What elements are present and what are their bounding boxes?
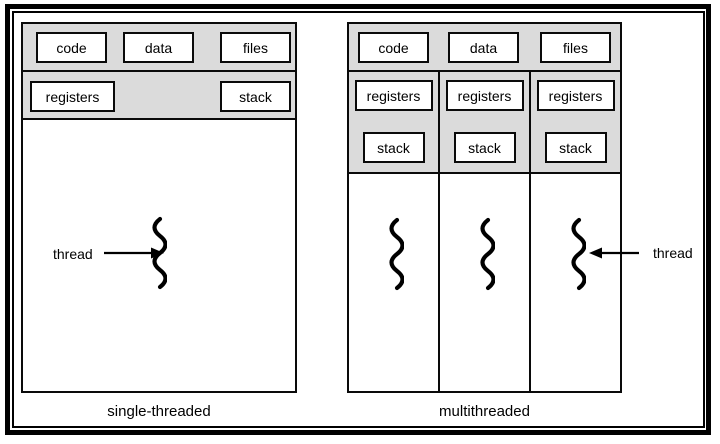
thread-column-3: registers stack — [529, 72, 620, 391]
stack-box-label: stack — [239, 88, 272, 105]
data-box: data — [123, 32, 194, 63]
thread-squiggle-icon — [384, 217, 404, 291]
stack-box-label: stack — [468, 139, 501, 156]
thread-squiggle-icon — [147, 216, 167, 290]
code-box-label: code — [378, 39, 409, 56]
stack-box-label: stack — [559, 139, 592, 156]
single-threaded-caption: single-threaded — [107, 403, 211, 420]
single-threaded-process-panel: code data files registers stack thread — [21, 22, 297, 393]
data-box: data — [448, 32, 519, 63]
left-process-resources-row: code data files — [23, 24, 295, 72]
multithreaded-caption: multithreaded — [439, 403, 530, 420]
code-box: code — [36, 32, 107, 63]
registers-box: registers — [30, 81, 115, 112]
thread-2-context-section: registers stack — [440, 72, 529, 174]
thread-label-left: thread — [53, 246, 93, 262]
figure-frame-outer-border — [5, 4, 711, 435]
multithreaded-process-panel: code data files registers stack — [347, 22, 622, 393]
registers-box: registers — [445, 80, 524, 111]
thread-column-1: registers stack — [349, 72, 438, 391]
code-box: code — [358, 32, 429, 63]
thread-1-context-section: registers stack — [349, 72, 438, 174]
figure-frame-inner-border — [12, 11, 705, 428]
stack-box: stack — [362, 132, 425, 163]
stack-box: stack — [453, 132, 516, 163]
data-box-label: data — [469, 39, 498, 56]
registers-box-label: registers — [548, 87, 603, 104]
files-box: files — [540, 32, 611, 63]
thread-column-2: registers stack — [438, 72, 529, 391]
registers-box-label: registers — [366, 87, 421, 104]
registers-box: registers — [536, 80, 615, 111]
arrow-left-icon — [588, 246, 640, 260]
code-box-label: code — [56, 39, 87, 56]
stack-box: stack — [544, 132, 607, 163]
thread-squiggle-icon — [475, 217, 495, 291]
stack-box-label: stack — [377, 139, 410, 156]
files-box-label: files — [243, 39, 268, 56]
registers-box-label: registers — [45, 88, 100, 105]
stack-box: stack — [220, 81, 291, 112]
data-box-label: data — [144, 39, 173, 56]
right-process-resources-row: code data files — [349, 24, 620, 72]
files-box: files — [220, 32, 291, 63]
registers-box: registers — [354, 80, 433, 111]
left-thread-context-row: registers stack — [23, 72, 295, 120]
thread-3-context-section: registers stack — [531, 72, 620, 174]
registers-box-label: registers — [457, 87, 512, 104]
files-box-label: files — [563, 39, 588, 56]
thread-label-right: thread — [653, 245, 693, 261]
thread-columns: registers stack registers — [349, 72, 620, 391]
thread-squiggle-icon — [566, 217, 586, 291]
